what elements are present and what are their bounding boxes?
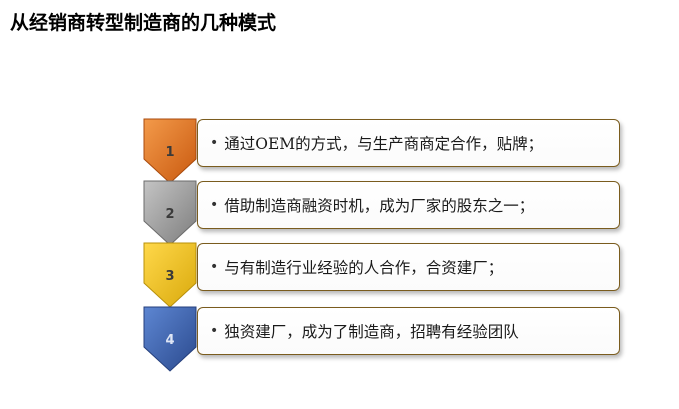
step-4-box: • 独资建厂，成为了制造商，招聘有经验团队 [197,307,620,355]
step-2-box: • 借助制造商融资时机，成为厂家的股东之一； [197,181,620,229]
step-1-chevron [140,117,212,189]
step-4-text: 独资建厂，成为了制造商，招聘有经验团队 [224,323,519,341]
step-4-number: 4 [165,333,175,348]
step-3-box: • 与有制造行业经验的人合作，合资建厂； [197,243,620,291]
step-3-text: 与有制造行业经验的人合作，合资建厂； [224,259,504,277]
step-2-number: 2 [165,207,175,222]
step-4-chevron [140,305,212,377]
step-1-box: • 通过OEM的方式，与生产商商定合作，贴牌； [197,119,620,167]
process-step-1: 1 • 通过OEM的方式，与生产商商定合作，贴牌； [140,117,630,189]
step-3-chevron [140,241,212,313]
step-3-bullet: • [210,259,219,275]
step-1-number: 1 [165,145,175,160]
process-step-4: 4 • 独资建厂，成为了制造商，招聘有经验团队 [140,305,630,377]
step-4-bullet: • [210,323,219,339]
step-1-text: 通过OEM的方式，与生产商商定合作，贴牌； [224,135,544,153]
step-2-chevron [140,179,212,251]
step-3-number: 3 [165,269,175,284]
slide-title: 从经销商转型制造商的几种模式 [10,12,277,34]
step-2-text: 借助制造商融资时机，成为厂家的股东之一； [224,197,535,215]
step-2-bullet: • [210,197,219,213]
step-1-bullet: • [210,135,219,151]
process-step-3: 3 • 与有制造行业经验的人合作，合资建厂； [140,241,630,313]
process-step-2: 2 • 借助制造商融资时机，成为厂家的股东之一； [140,179,630,251]
